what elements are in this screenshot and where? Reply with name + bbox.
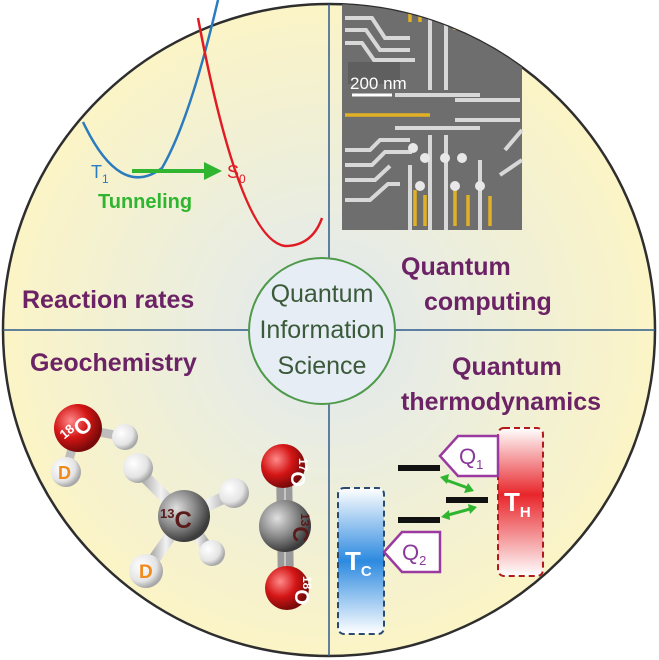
d-label-1: D [58, 463, 71, 483]
q1-arrow [438, 434, 500, 478]
methane-molecule [123, 453, 249, 588]
t1-label: T1 [91, 162, 109, 186]
water-molecule [51, 404, 138, 487]
energy-level-middle [446, 497, 488, 503]
sem-image [342, 4, 524, 230]
quantum-thermo-label-line1: Quantum [452, 353, 562, 381]
q2-arrow [382, 530, 442, 574]
scale-bar-label: 200 nm [350, 74, 407, 93]
center-line-3: Science [278, 352, 367, 380]
hot-reservoir [497, 427, 544, 577]
th-label: TH [504, 487, 531, 521]
quantum-thermo-label-line2: thermodynamics [401, 388, 601, 416]
transition-arrows [440, 474, 477, 520]
t1-curve [81, 0, 220, 179]
center-circle [248, 257, 396, 405]
tunneling-arrow-head [204, 162, 222, 180]
q1-label: Q1 [459, 444, 483, 472]
tc-label: TC [345, 546, 372, 580]
energy-level-bottom [398, 517, 440, 523]
c13b-label: 13C [288, 513, 313, 542]
s0-label: S0 [227, 162, 246, 186]
quantum-computing-label-line2: computing [424, 288, 552, 316]
c13-label: 13C [160, 506, 192, 534]
co2-molecule [259, 444, 311, 610]
quantum-computing-label-line1: Quantum [401, 253, 511, 281]
tunneling-label: Tunneling [98, 191, 192, 213]
energy-curves [81, 0, 324, 248]
energy-level-top [398, 465, 440, 471]
cold-reservoir [337, 487, 385, 635]
geochemistry-label: Geochemistry [30, 349, 197, 377]
reaction-rates-label: Reaction rates [22, 286, 194, 314]
d-label-2: D [139, 562, 153, 583]
o18b-label: 18O [290, 576, 314, 605]
center-line-1: Quantum [271, 280, 374, 308]
o17-label: 17O [286, 458, 310, 487]
center-line-2: Information [259, 316, 384, 344]
s0-curve [196, 17, 324, 248]
q2-label: Q2 [402, 540, 426, 568]
